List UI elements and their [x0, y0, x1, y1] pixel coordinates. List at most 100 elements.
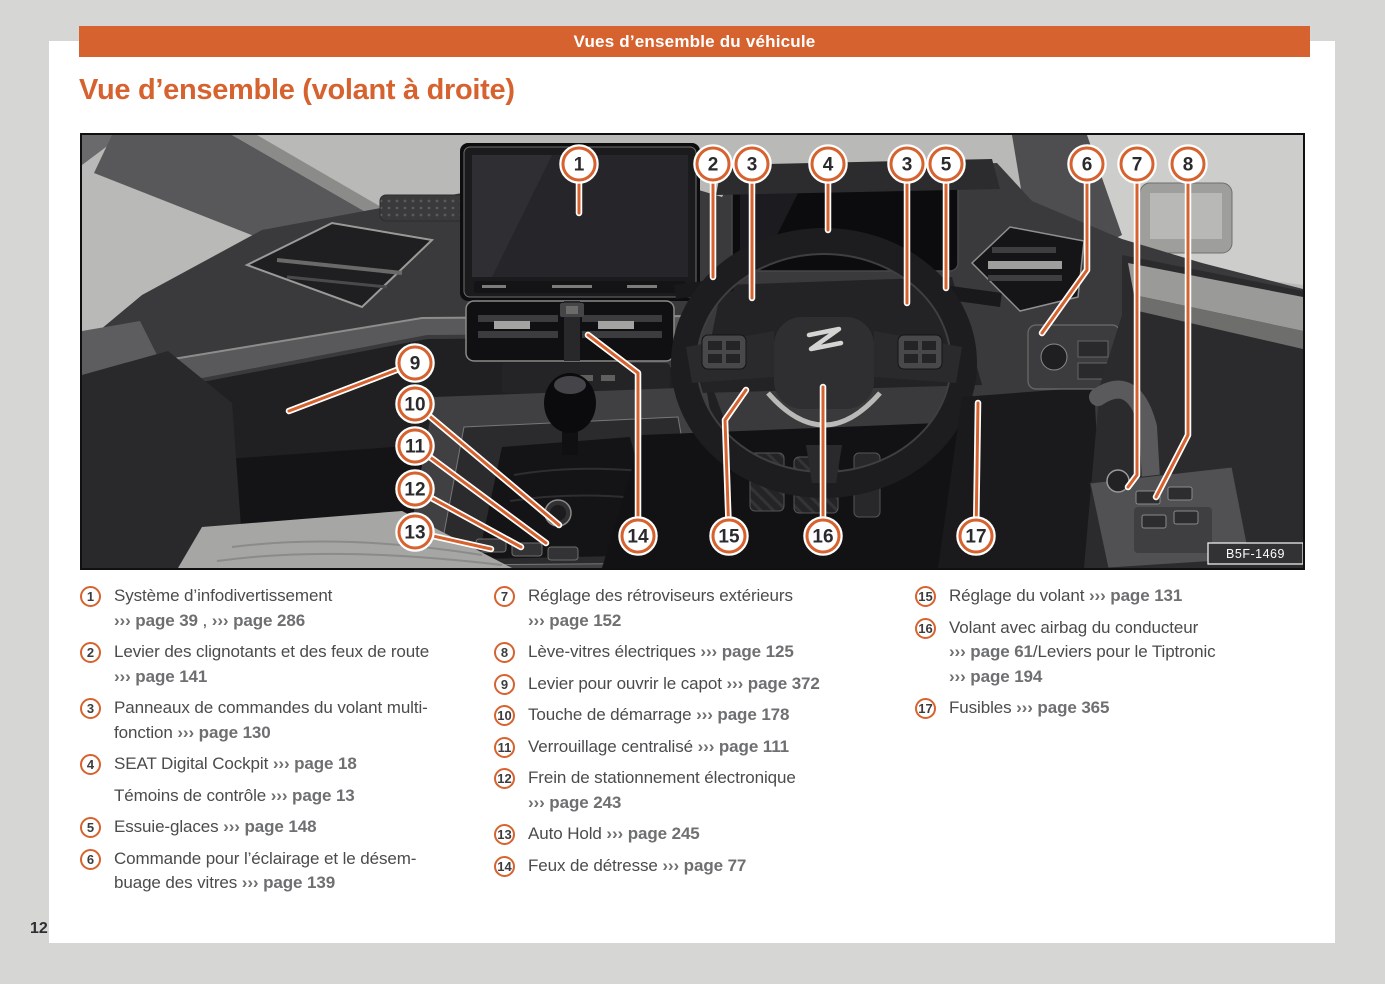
svg-text:15: 15 [718, 527, 740, 548]
figure-callout-1: 1 [559, 144, 599, 184]
legend-item-number: 2 [80, 642, 101, 663]
legend-item-number: 4 [80, 754, 101, 775]
legend-item-number: 5 [80, 817, 101, 838]
legend-item-text: Système d’infodivertissement››› page 39 … [114, 586, 333, 630]
legend-item-1: 1 Système d’infodivertissement››› page 39… [80, 584, 482, 633]
svg-text:17: 17 [965, 527, 986, 548]
figure-callout-3: 3 [887, 144, 927, 184]
figure-callout-10: 10 [395, 384, 435, 424]
figure-callout-12: 12 [395, 469, 435, 509]
svg-text:6: 6 [1082, 155, 1093, 176]
svg-text:7: 7 [1132, 155, 1143, 176]
legend-item-number: 15 [915, 586, 936, 607]
airbag-hub [774, 317, 874, 409]
legend-item-text: Levier pour ouvrir le capot ››› page 372 [528, 673, 820, 693]
legend-item-4: 4 SEAT Digital Cockpit ››› page 18 [80, 752, 482, 777]
legend-item-text: Commande pour l’éclairage et le désem-bu… [114, 848, 417, 893]
legend-item-text: Réglage du volant ››› page 131 [949, 586, 1183, 605]
figure-callout-8: 8 [1168, 144, 1208, 184]
legend-item-text: Témoins de contrôle ››› page 13 [114, 785, 355, 805]
legend-item-number: 13 [494, 824, 515, 845]
legend-item-number: 16 [915, 617, 936, 639]
light-switch-panel [1027, 324, 1121, 390]
figure-callout-7: 7 [1117, 144, 1157, 184]
legend-item-text: Volant avec airbag du conducteur››› page… [949, 617, 1216, 686]
legend-item-number: 1 [80, 586, 101, 607]
chapter-header-text: Vues d’ensemble du véhicule [573, 32, 816, 51]
svg-text:3: 3 [747, 155, 758, 176]
multifunction-buttons-left [701, 334, 747, 370]
legend-item-text: Touche de démarrage ››› page 178 [528, 705, 790, 724]
svg-text:9: 9 [410, 354, 421, 375]
legend-item-text: Levier des clignotants et des feux de ro… [114, 642, 430, 686]
svg-text:2: 2 [708, 155, 719, 176]
svg-text:13: 13 [404, 523, 425, 544]
figure-code-badge: B5F-1469 [1207, 542, 1303, 565]
multifunction-buttons-right [897, 334, 943, 370]
legend-item-number [80, 785, 101, 807]
legend-item-continuation: Témoins de contrôle ››› page 13 [80, 784, 482, 809]
legend-item-number: 14 [494, 855, 515, 877]
svg-text:5: 5 [941, 155, 952, 176]
left-air-vent [244, 221, 435, 309]
legend-item-text: Panneaux de commandes du volant multi-fo… [114, 698, 428, 742]
figure-callout-3: 3 [732, 144, 772, 184]
legend-item-9: 9 Levier pour ouvrir le capot ››› page 37… [494, 672, 904, 697]
svg-text:16: 16 [812, 527, 833, 548]
figure-callout-14: 14 [618, 516, 658, 556]
svg-text:12: 12 [404, 480, 425, 501]
gear-lever [544, 373, 596, 455]
figure-callout-2: 2 [693, 144, 733, 184]
legend-column-2: 7 Réglage des rétroviseurs extérieurs››› … [494, 584, 904, 885]
legend-item-number: 7 [494, 586, 515, 607]
legend-item-10: 10 Touche de démarrage ››› page 178 [494, 703, 904, 728]
figure-callout-4: 4 [808, 144, 848, 184]
right-air-vent [970, 226, 1085, 312]
legend-item-6: 6 Commande pour l’éclairage et le désem-b… [80, 847, 482, 896]
page-number: 12 [30, 920, 48, 937]
headlight-switch-knob [1040, 343, 1068, 371]
legend-item-number: 11 [494, 736, 515, 758]
legend-item-number: 10 [494, 705, 515, 726]
seat-logo [806, 326, 844, 352]
svg-text:1: 1 [574, 155, 585, 176]
door-armrest [1089, 380, 1163, 540]
legend-item-number: 17 [915, 698, 936, 719]
svg-text:11: 11 [405, 437, 426, 458]
wiper-stalk [942, 285, 1002, 307]
legend-item-2: 2 Levier des clignotants et des feux de r… [80, 640, 482, 689]
page-title: Vue d’ensemble (volant à droite) [79, 74, 515, 106]
legend-column-1: 1 Système d’infodivertissement››› page 39… [80, 584, 482, 903]
svg-text:3: 3 [902, 155, 913, 176]
center-air-vents [465, 300, 675, 393]
legend-item-text: SEAT Digital Cockpit ››› page 18 [114, 754, 357, 773]
legend-item-text: Réglage des rétroviseurs extérieurs››› p… [528, 586, 793, 630]
figure-callout-17: 17 [956, 516, 996, 556]
svg-text:4: 4 [823, 155, 834, 176]
figure-callout-6: 6 [1067, 144, 1107, 184]
legend-item-number: 9 [494, 673, 515, 695]
figure-callout-16: 16 [803, 516, 843, 556]
svg-text:8: 8 [1183, 155, 1194, 176]
svg-text:10: 10 [404, 395, 425, 416]
legend-item-text: Auto Hold ››› page 245 [528, 824, 700, 843]
figure-callout-15: 15 [709, 516, 749, 556]
figure-callout-9: 9 [395, 343, 435, 383]
legend-item-text: Verrouillage centralisé ››› page 111 [528, 736, 789, 756]
legend-item-text: Fusibles ››› page 365 [949, 698, 1110, 717]
legend-item-number: 6 [80, 848, 101, 870]
legend-item-3: 3 Panneaux de commandes du volant multi-f… [80, 696, 482, 745]
legend-item-number: 12 [494, 768, 515, 789]
figure-callout-13: 13 [395, 512, 435, 552]
legend-column-3: 15 Réglage du volant ››› page 131 16 Volant… [915, 584, 1315, 728]
figure-callout-11: 11 [395, 426, 435, 466]
chapter-header-bar: Vues d’ensemble du véhicule [79, 26, 1310, 57]
legend-item-15: 15 Réglage du volant ››› page 131 [915, 584, 1315, 609]
legend-item-number: 3 [80, 698, 101, 719]
legend-item-16: 16 Volant avec airbag du conducteur››› pa… [915, 616, 1315, 690]
